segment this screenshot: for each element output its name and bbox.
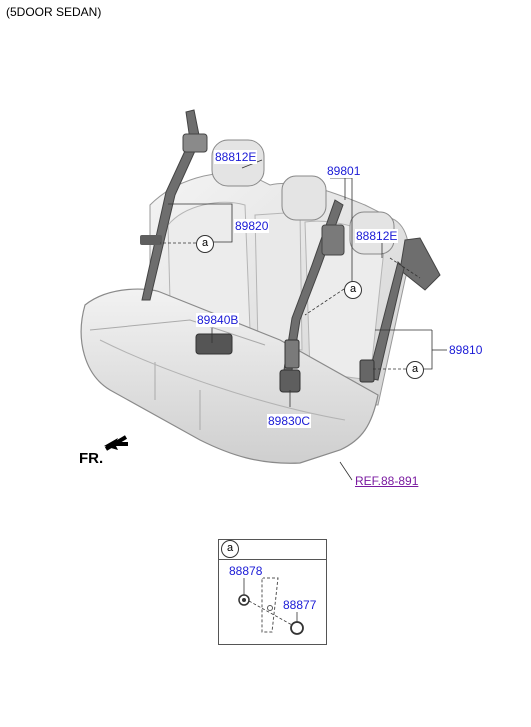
callout-a-left: a bbox=[196, 235, 214, 253]
part-label-89840b[interactable]: 89840B bbox=[196, 313, 240, 327]
detail-inset bbox=[218, 539, 327, 645]
part-label-89820[interactable]: 89820 bbox=[234, 219, 270, 233]
front-direction-label: FR. bbox=[79, 450, 104, 467]
callout-a-center: a bbox=[344, 281, 362, 299]
inset-parts bbox=[238, 574, 304, 635]
seat-belts bbox=[140, 109, 441, 393]
part-label-88812e-right[interactable]: 88812E bbox=[355, 229, 399, 243]
part-label-88877[interactable]: 88877 bbox=[282, 598, 318, 612]
part-label-89830c[interactable]: 89830C bbox=[267, 414, 312, 428]
ref-link[interactable]: REF.88-891 bbox=[355, 474, 419, 488]
part-label-89810[interactable]: 89810 bbox=[448, 343, 484, 357]
callout-a-right: a bbox=[406, 361, 424, 379]
page-title: (5DOOR SEDAN) bbox=[6, 5, 102, 19]
detail-inset-header bbox=[219, 540, 326, 560]
part-label-89801[interactable]: 89801 bbox=[326, 164, 362, 178]
part-label-88878[interactable]: 88878 bbox=[228, 564, 264, 578]
part-label-88812e-left[interactable]: 88812E bbox=[214, 150, 258, 164]
callout-a-inset: a bbox=[221, 540, 239, 558]
